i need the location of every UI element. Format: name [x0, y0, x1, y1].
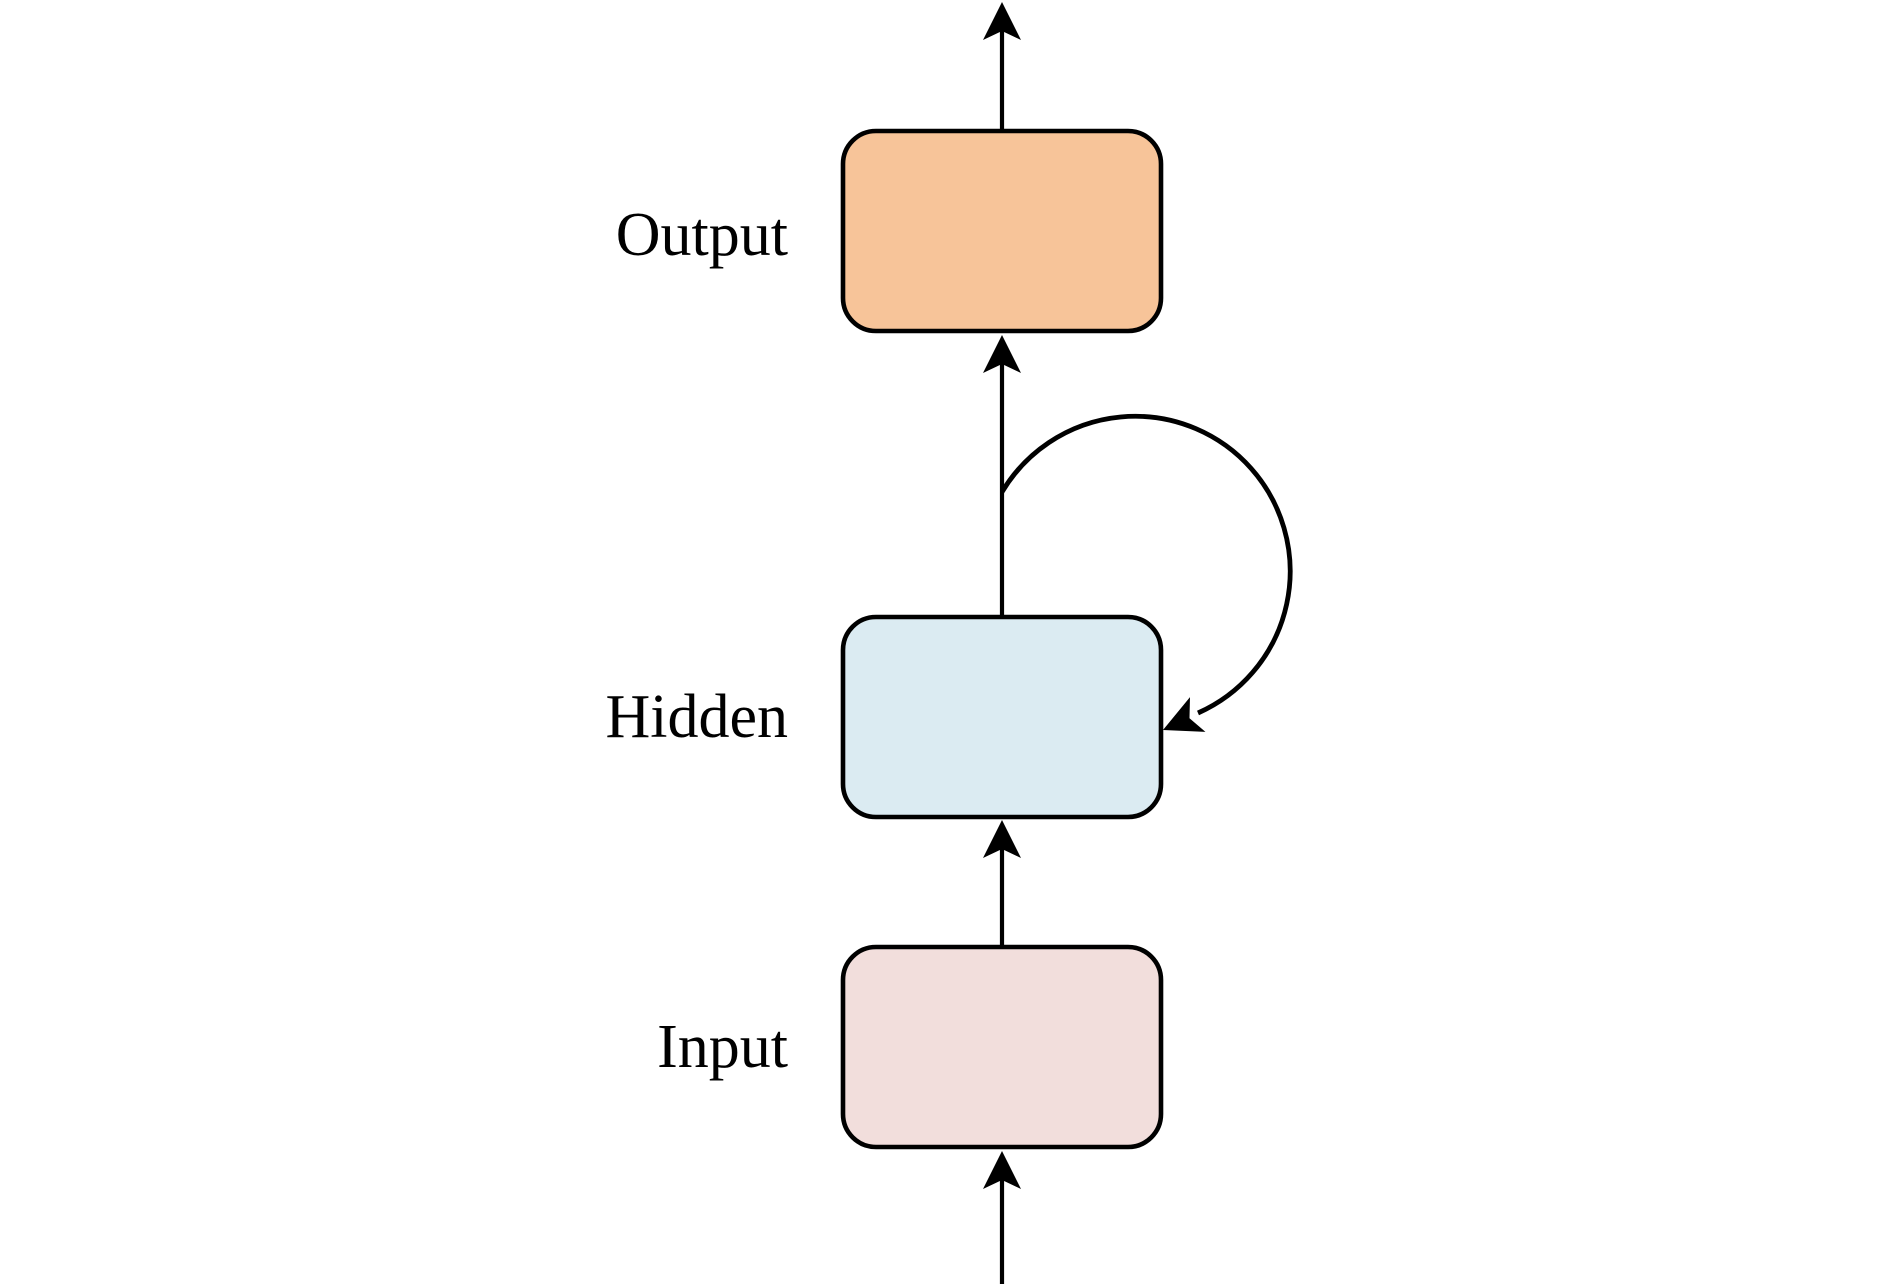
hidden-node-label: Hidden	[605, 683, 788, 751]
edge-output-to-external	[983, 2, 1021, 131]
input-node-label: Input	[657, 1013, 788, 1081]
output-node-label: Output	[615, 201, 788, 269]
arrowhead-self-loop	[1163, 697, 1206, 732]
edge-external-to-input	[983, 1151, 1021, 1284]
edge-hidden-self-loop	[999, 413, 1293, 732]
hidden-node-box	[840, 614, 1164, 820]
input-node-box	[840, 944, 1164, 1150]
arrowhead-into-input	[983, 1151, 1021, 1189]
arrowhead-into-hidden	[983, 820, 1021, 858]
arrowhead-top-external	[983, 2, 1021, 40]
edge-input-to-hidden	[983, 820, 1021, 947]
arrowhead-into-output	[983, 335, 1021, 373]
output-node-box	[840, 128, 1164, 334]
